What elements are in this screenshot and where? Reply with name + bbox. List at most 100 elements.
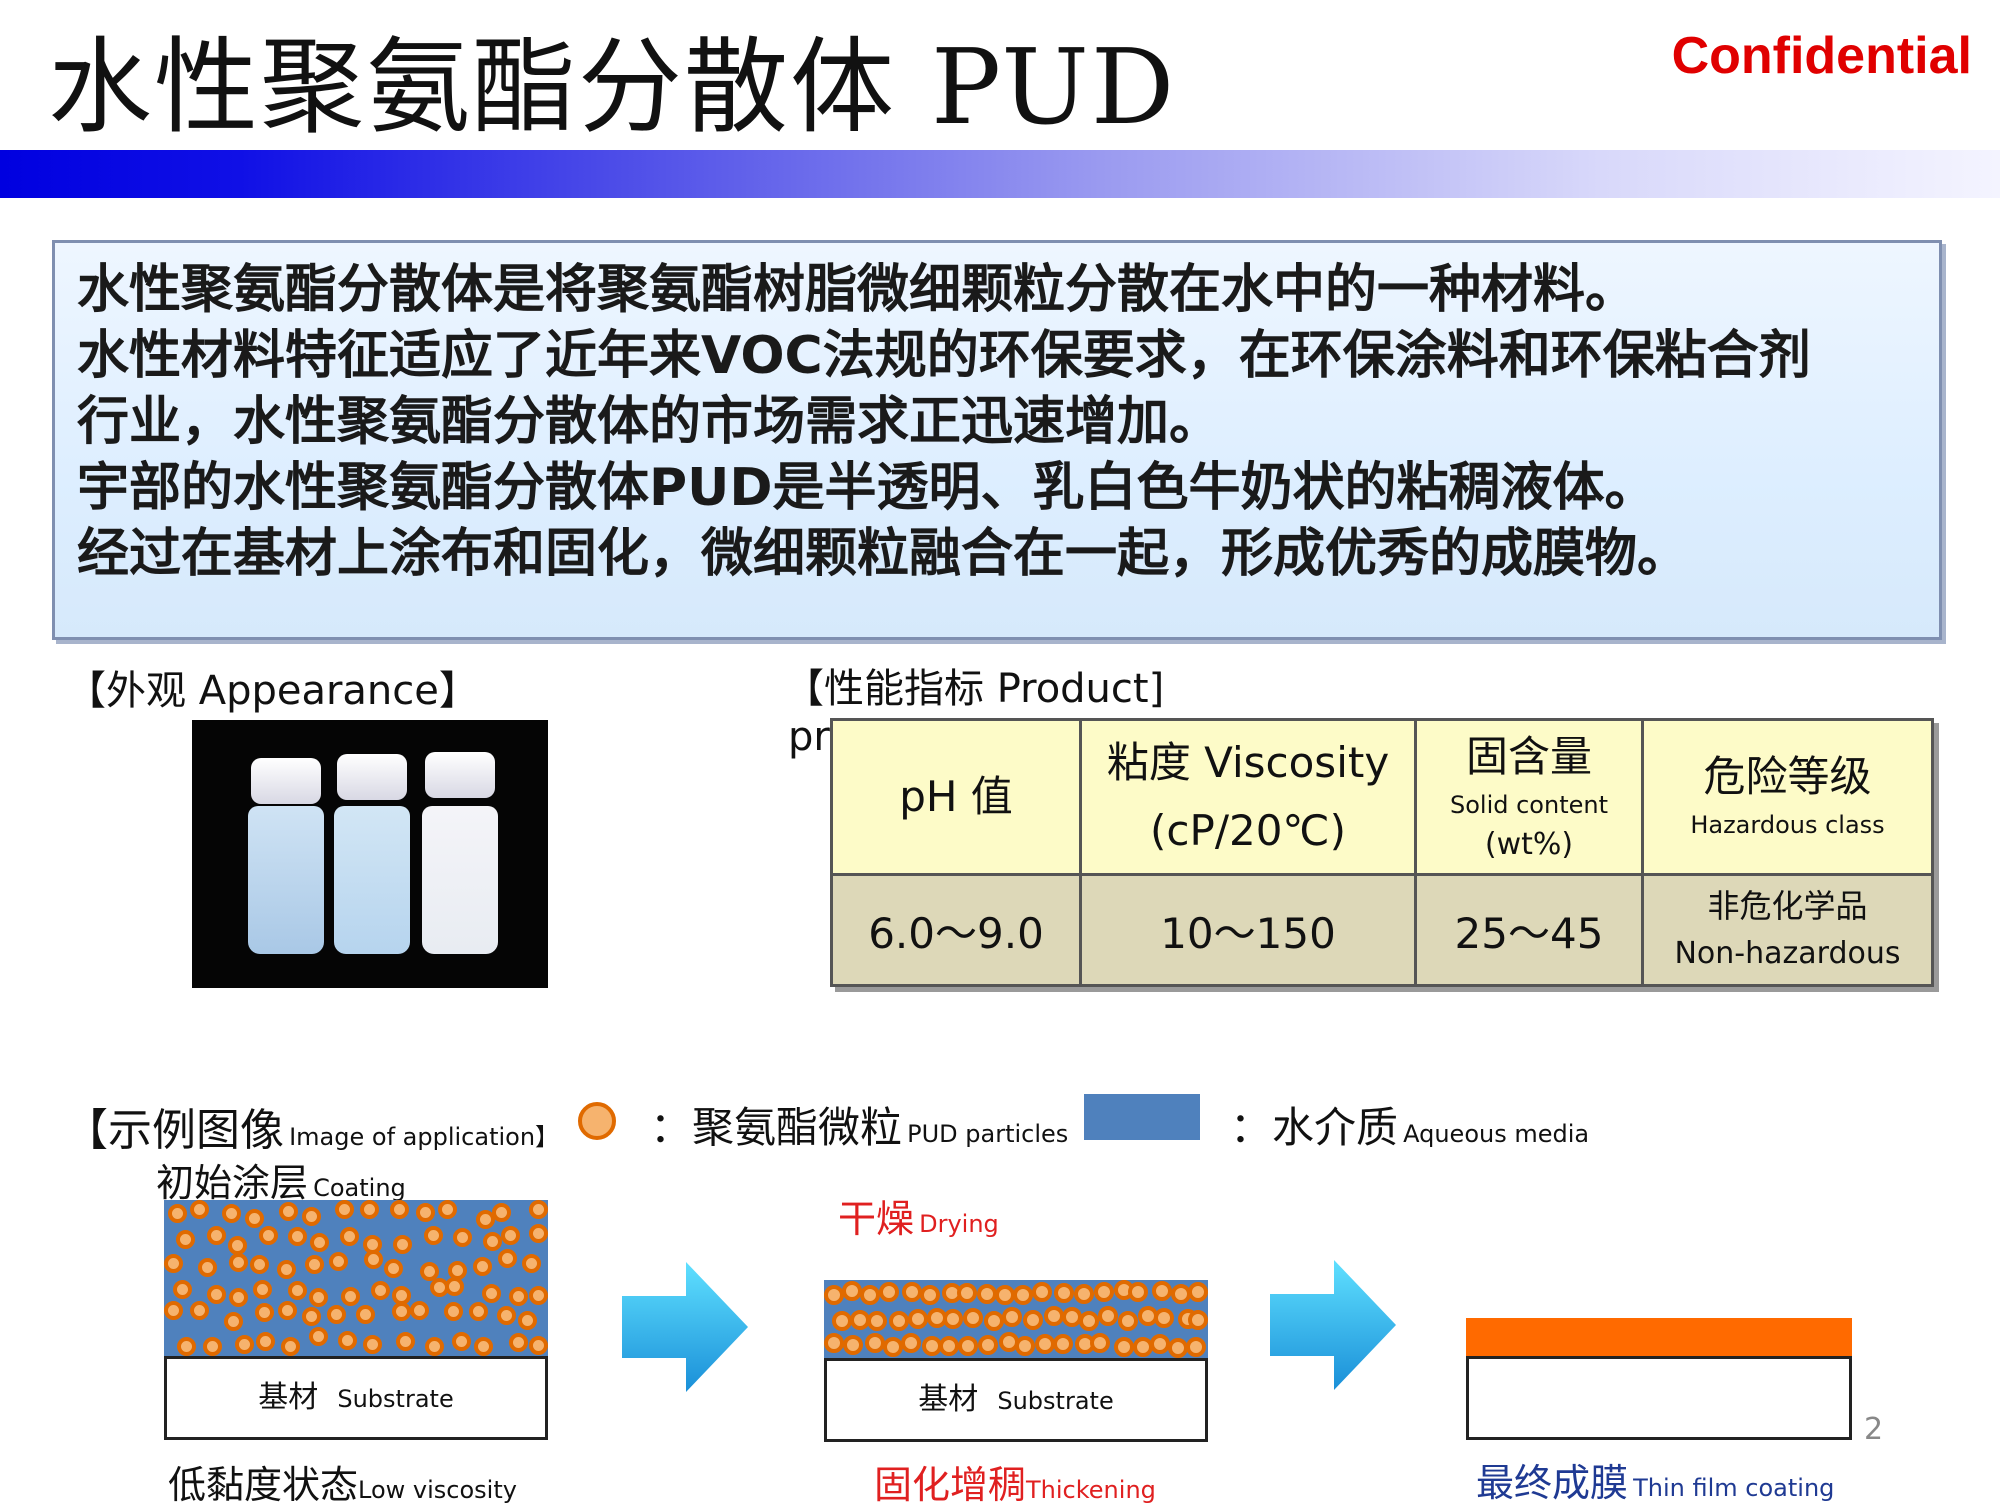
coating-layer <box>164 1200 548 1356</box>
vial-translucent <box>334 806 410 954</box>
pud-particle <box>824 1332 844 1353</box>
substrate-1: 基材 Substrate <box>164 1356 548 1440</box>
stage3-caption: 最终成膜 Thin film coating <box>1476 1461 1835 1505</box>
pud-particle <box>473 1257 493 1277</box>
pud-particle <box>476 1210 496 1230</box>
vial-cap <box>251 758 321 804</box>
pud-particle <box>190 1200 210 1219</box>
pud-particle <box>957 1336 978 1357</box>
pud-particle <box>867 1311 888 1332</box>
pud-particle <box>1188 1310 1208 1331</box>
pud-particle <box>1014 1335 1035 1356</box>
pud-particle <box>363 1250 383 1270</box>
pud-particle <box>468 1302 488 1322</box>
pud-particle <box>339 1227 359 1247</box>
pud-particle <box>437 1200 457 1219</box>
intro-line-4: 宇部的水性聚氨酯分散体PUD是半透明、乳白色牛奶状的粘稠液体。 <box>77 458 1657 518</box>
pud-particle <box>249 1255 269 1275</box>
pud-particle <box>334 1200 354 1219</box>
pud-particle <box>1032 1281 1053 1302</box>
pud-particle <box>1093 1282 1114 1303</box>
substrate-2: 基材 Substrate <box>824 1358 1208 1442</box>
intro-line-5: 经过在基材上涂布和固化，微细颗粒融合在一起，形成优秀的成膜物。 <box>77 524 1690 584</box>
vial-clear <box>248 806 324 954</box>
vial-cap <box>425 752 495 798</box>
pud-particle <box>176 1336 196 1356</box>
pud-particle <box>302 1207 322 1227</box>
pud-particle <box>1117 1311 1138 1331</box>
pud-particle <box>308 1327 328 1347</box>
pud-particle <box>831 1310 852 1331</box>
header-hazard-class: 危险等级 Hazardous class <box>1641 718 1934 876</box>
pud-particle <box>481 1284 501 1304</box>
substrate-3 <box>1466 1356 1852 1440</box>
pud-particle <box>244 1208 264 1228</box>
pud-particle <box>1168 1337 1189 1358</box>
pud-particle <box>860 1284 881 1305</box>
pud-particle <box>444 1301 464 1321</box>
pud-particle <box>279 1202 299 1222</box>
pud-particle <box>410 1300 430 1320</box>
pud-particle <box>1185 1336 1206 1357</box>
media-legend-label: ：水介质 Aqueous media <box>1230 1103 1590 1152</box>
pud-particle <box>497 1306 517 1326</box>
pud-particle <box>256 1331 276 1351</box>
intro-line-3: 行业，水性聚氨酯分散体的市场需求正迅速增加。 <box>77 392 1222 452</box>
pud-particle <box>258 1225 278 1245</box>
appearance-label: 【外观 Appearance】 <box>66 668 479 714</box>
value-ph: 6.0～9.0 <box>830 873 1082 987</box>
pud-particle <box>1053 1283 1074 1304</box>
pud-particle <box>287 1227 307 1247</box>
pud-particle <box>176 1230 196 1250</box>
pud-particle <box>902 1282 923 1303</box>
pud-particle <box>939 1335 960 1356</box>
pud-particle <box>1097 1306 1118 1327</box>
intro-line-1: 水性聚氨酯分散体是将聚氨酯树脂微细颗粒分散在水中的一种材料。 <box>77 260 1638 320</box>
value-hazard-class: 非危化学品 Non-hazardous <box>1641 873 1934 987</box>
pud-particle <box>393 1234 413 1254</box>
pud-particle <box>517 1311 537 1331</box>
pud-particle <box>482 1231 502 1251</box>
pud-particle <box>498 1248 518 1268</box>
pud-particle <box>198 1257 218 1277</box>
pud-particle <box>337 1330 357 1350</box>
pud-particle <box>423 1225 443 1245</box>
pud-particle <box>277 1301 297 1321</box>
pud-particle <box>1078 1310 1099 1331</box>
pud-particle <box>508 1333 528 1353</box>
pud-particle <box>841 1280 862 1301</box>
particle-legend-label: ：聚氨酯微粒 PUD particles <box>650 1103 1069 1152</box>
pud-particle <box>1149 1334 1170 1355</box>
pud-particle <box>329 1251 349 1271</box>
value-viscosity: 10～150 <box>1079 873 1417 987</box>
drying-layer <box>824 1280 1208 1358</box>
pud-particle <box>529 1223 548 1243</box>
pud-particle <box>473 1337 493 1356</box>
pud-particle <box>356 1304 376 1324</box>
vial-cap <box>337 754 407 800</box>
pud-particle <box>1153 1307 1174 1328</box>
pud-particle <box>889 1310 910 1331</box>
pud-particle <box>288 1280 308 1300</box>
pud-particle <box>1073 1283 1094 1304</box>
pud-particle <box>501 1225 521 1245</box>
pud-particle <box>304 1254 324 1274</box>
pud-particle <box>281 1337 301 1356</box>
pud-particle <box>168 1204 188 1224</box>
pud-particle <box>976 1283 997 1304</box>
pud-particle <box>843 1334 864 1355</box>
pud-particle <box>424 1337 444 1356</box>
pud-particle <box>1128 1282 1149 1303</box>
pud-particle <box>302 1307 322 1327</box>
pud-particle <box>309 1233 329 1253</box>
properties-table: pH 值 粘度 Viscosity (cP/20℃) 固含量 Solid con… <box>830 718 1934 987</box>
pud-particle <box>956 1282 977 1303</box>
properties-label-overflow: pr <box>788 714 830 760</box>
pud-particle <box>994 1284 1015 1305</box>
media-legend-swatch <box>1084 1094 1200 1140</box>
pud-particle <box>277 1260 297 1280</box>
pud-particle <box>529 1286 548 1306</box>
table-row: 6.0～9.0 10～150 25～45 非危化学品 Non-hazardous <box>830 873 1934 987</box>
pud-particle <box>420 1262 440 1282</box>
pud-particle <box>391 1302 411 1322</box>
